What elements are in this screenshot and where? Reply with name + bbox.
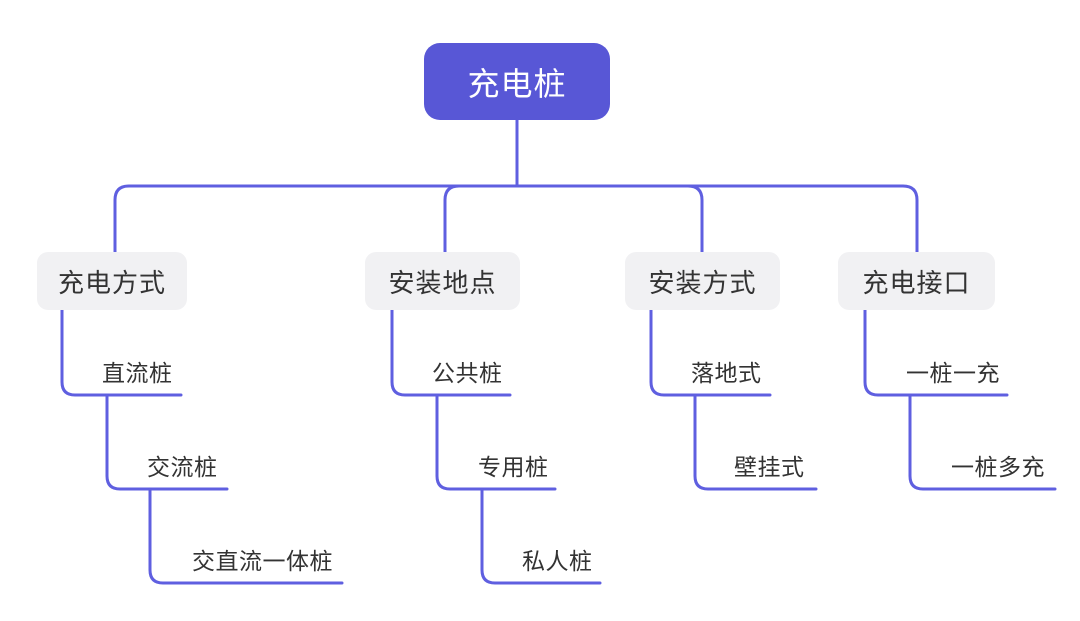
root-node-charging-pile[interactable]: 充电桩 <box>424 43 610 120</box>
branch-node-charging-interface[interactable]: 充电接口 <box>838 252 995 310</box>
leaf-node-private-pile[interactable]: 私人桩 <box>522 548 593 574</box>
connector-edge <box>148 487 344 585</box>
leaf-node-floor-standing[interactable]: 落地式 <box>691 360 762 386</box>
leaf-node-dedicated-pile[interactable]: 专用桩 <box>478 454 549 480</box>
leaf-node-public-pile[interactable]: 公共桩 <box>432 360 503 386</box>
connector-branch-1 <box>113 184 519 254</box>
connector-edge <box>480 487 602 585</box>
leaf-node-acdc-integrated-pile[interactable]: 交直流一体桩 <box>192 548 333 574</box>
leaf-node-one-pile-multi-charge[interactable]: 一桩多充 <box>951 454 1045 480</box>
connector-edge <box>649 308 772 397</box>
leaf-node-ac-pile[interactable]: 交流桩 <box>147 454 218 480</box>
connector-branch-2 <box>443 184 519 254</box>
connector-edge <box>390 308 512 397</box>
branch-node-install-location[interactable]: 安装地点 <box>365 252 520 310</box>
connector-branch-4 <box>515 184 919 254</box>
leaf-node-dc-pile[interactable]: 直流桩 <box>102 360 173 386</box>
connector-edge <box>105 393 229 491</box>
connector-edge <box>908 393 1057 491</box>
connector-edge <box>863 308 1009 397</box>
leaf-node-wall-mounted[interactable]: 壁挂式 <box>734 454 805 480</box>
branch-node-install-method[interactable]: 安装方式 <box>625 252 780 310</box>
connector-edge <box>435 393 557 491</box>
connector-edge <box>60 308 183 397</box>
branch-node-charging-method[interactable]: 充电方式 <box>37 252 187 310</box>
leaf-node-one-pile-one-charge[interactable]: 一桩一充 <box>906 360 1000 386</box>
connector-edge <box>693 393 818 491</box>
connector-branch-3 <box>515 184 704 254</box>
